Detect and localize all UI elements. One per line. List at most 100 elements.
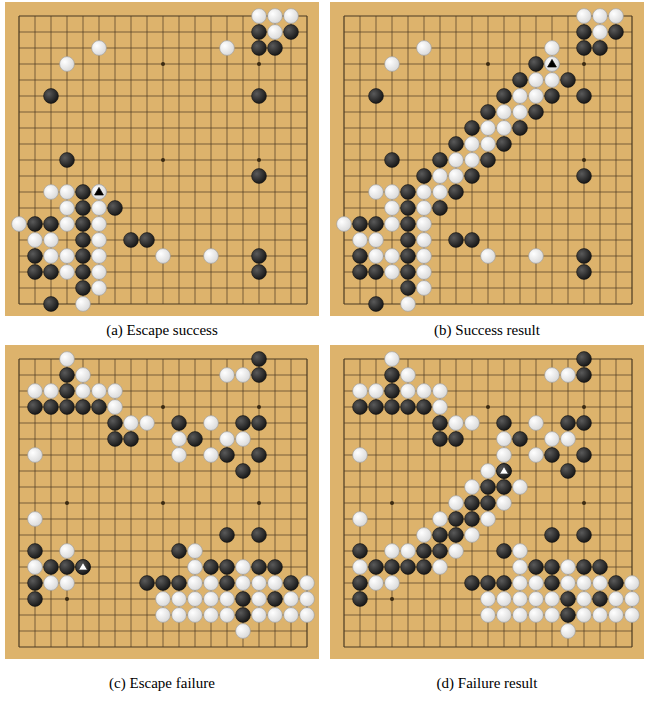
black-stone <box>401 249 416 264</box>
black-stone <box>172 416 187 431</box>
black-stone <box>252 528 267 543</box>
star-point <box>390 501 394 505</box>
white-stone <box>449 544 464 559</box>
white-stone <box>92 41 107 56</box>
black-stone <box>60 560 75 575</box>
black-stone <box>481 496 496 511</box>
star-point <box>65 597 69 601</box>
white-stone <box>561 432 576 447</box>
black-stone <box>497 480 512 495</box>
black-stone <box>108 432 123 447</box>
black-stone <box>76 400 91 415</box>
white-stone <box>28 233 43 248</box>
black-stone <box>465 512 480 527</box>
marked-stone <box>545 57 560 72</box>
white-stone <box>529 576 544 591</box>
white-stone <box>92 249 107 264</box>
black-stone <box>172 576 187 591</box>
black-stone <box>465 121 480 136</box>
black-stone <box>369 297 384 312</box>
star-point <box>257 158 261 162</box>
black-stone <box>497 89 512 104</box>
black-stone <box>497 544 512 559</box>
black-stone <box>577 368 592 383</box>
white-stone <box>268 608 283 623</box>
white-stone <box>124 416 139 431</box>
black-stone <box>465 496 480 511</box>
white-stone <box>60 185 75 200</box>
white-stone <box>449 496 464 511</box>
black-stone <box>401 201 416 216</box>
black-stone <box>60 384 75 399</box>
white-stone <box>625 576 640 591</box>
white-stone <box>268 9 283 24</box>
black-stone <box>284 25 299 40</box>
white-stone <box>545 432 560 447</box>
grid-line <box>275 16 276 304</box>
white-stone <box>545 592 560 607</box>
subfigure-caption: (b) Success result <box>434 321 540 339</box>
black-stone <box>545 89 560 104</box>
white-stone <box>369 185 384 200</box>
white-stone <box>481 121 496 136</box>
black-stone <box>92 400 107 415</box>
black-stone <box>60 368 75 383</box>
white-stone <box>513 89 528 104</box>
white-stone <box>497 448 512 463</box>
white-stone <box>156 249 171 264</box>
black-stone <box>449 512 464 527</box>
black-stone <box>513 432 528 447</box>
white-stone <box>156 608 171 623</box>
black-stone <box>449 432 464 447</box>
white-stone <box>60 217 75 232</box>
star-point <box>582 158 586 162</box>
black-stone <box>609 576 624 591</box>
black-stone <box>577 528 592 543</box>
white-stone <box>577 9 592 24</box>
black-stone <box>417 544 432 559</box>
white-stone <box>28 560 43 575</box>
white-stone <box>60 249 75 264</box>
white-stone <box>401 384 416 399</box>
star-point <box>161 62 165 66</box>
white-stone <box>28 384 43 399</box>
star-point <box>486 62 490 66</box>
black-stone <box>369 89 384 104</box>
black-stone <box>60 400 75 415</box>
black-stone <box>577 352 592 367</box>
black-stone <box>577 41 592 56</box>
white-stone <box>593 608 608 623</box>
white-stone <box>385 185 400 200</box>
white-stone <box>44 576 59 591</box>
white-stone <box>401 368 416 383</box>
star-point <box>486 405 490 409</box>
white-stone <box>577 608 592 623</box>
white-stone <box>417 265 432 280</box>
black-stone <box>577 265 592 280</box>
black-stone <box>252 416 267 431</box>
subfigure-caption: (a) Escape success <box>106 321 218 339</box>
black-stone <box>353 544 368 559</box>
black-stone <box>369 400 384 415</box>
white-stone <box>385 544 400 559</box>
white-stone <box>188 560 203 575</box>
white-stone <box>44 185 59 200</box>
white-stone <box>140 416 155 431</box>
black-stone <box>433 432 448 447</box>
white-stone <box>369 233 384 248</box>
black-stone <box>481 153 496 168</box>
star-point <box>257 405 261 409</box>
white-stone <box>385 265 400 280</box>
white-stone <box>353 512 368 527</box>
white-stone <box>236 624 251 639</box>
white-stone <box>465 480 480 495</box>
white-stone <box>172 592 187 607</box>
grid-line <box>179 16 180 304</box>
black-stone <box>353 592 368 607</box>
white-stone <box>513 480 528 495</box>
white-stone <box>497 496 512 511</box>
white-stone <box>433 400 448 415</box>
white-stone <box>92 384 107 399</box>
star-point <box>390 597 394 601</box>
black-stone <box>465 233 480 248</box>
